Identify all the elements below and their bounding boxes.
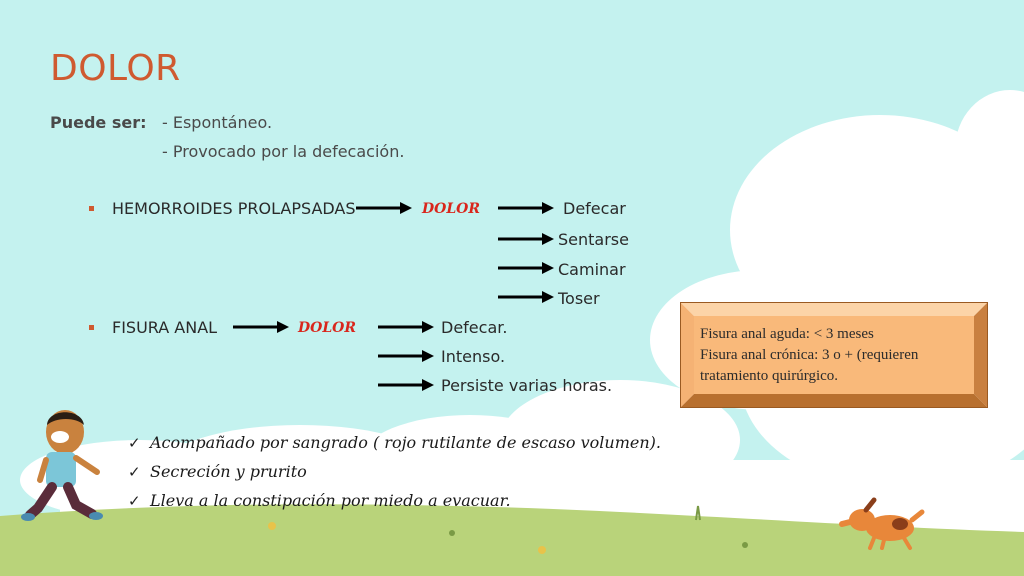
hemorroides-effect-caminar: Caminar xyxy=(558,260,626,279)
hemorroides-label: HEMORROIDES PROLAPSADAS xyxy=(112,199,356,218)
check-icon: ✓ xyxy=(128,492,141,510)
fisura-pain-word: DOLOR xyxy=(298,320,357,336)
check-icon: ✓ xyxy=(128,463,141,481)
arrow-icon xyxy=(233,321,289,333)
fisura-effect-intenso: Intenso. xyxy=(441,347,506,366)
note-box xyxy=(680,302,988,408)
arrow-icon xyxy=(498,262,554,274)
note-line: tratamiento quirúrgico. xyxy=(700,368,839,384)
slide-title: DOLOR xyxy=(50,48,181,89)
checklist-item: Lleva a la constipación por miedo a evac… xyxy=(150,491,511,510)
arrow-icon xyxy=(498,202,554,214)
intro-item-provoked: - Provocado por la defecación. xyxy=(162,142,405,161)
note-text: Fisura anal aguda: < 3 meses Fisura anal… xyxy=(700,324,970,387)
checklist-item: Acompañado por sangrado ( rojo rutilante… xyxy=(150,433,661,452)
bullet-square xyxy=(89,206,94,211)
boy-illustration xyxy=(21,410,103,521)
arrow-icon xyxy=(498,233,554,245)
checklist-item: Secreción y prurito xyxy=(150,462,307,481)
check-icon: ✓ xyxy=(128,434,141,452)
fisura-effect-defecar: Defecar. xyxy=(441,318,508,337)
note-line: Fisura anal crónica: 3 o + (requieren xyxy=(700,347,919,363)
arrow-icon xyxy=(378,350,434,362)
hemorroides-pain-word: DOLOR xyxy=(422,201,481,217)
fisura-effect-persiste: Persiste varias horas. xyxy=(441,376,613,395)
grass-hill xyxy=(0,504,1024,576)
hemorroides-effect-sentarse: Sentarse xyxy=(558,230,629,249)
note-line: Fisura anal aguda: < 3 meses xyxy=(700,326,874,342)
hemorroides-effect-defecar: Defecar xyxy=(563,199,626,218)
arrow-icon xyxy=(498,291,554,303)
intro-item-spontaneous: - Espontáneo. xyxy=(162,113,273,132)
dog-illustration xyxy=(839,497,925,550)
flower-decorations xyxy=(268,505,748,554)
bullet-square xyxy=(89,325,94,330)
arrow-icon xyxy=(378,321,434,333)
fisura-label: FISURA ANAL xyxy=(112,318,218,337)
hemorroides-effect-toser: Toser xyxy=(558,289,600,308)
arrow-icon xyxy=(378,379,434,391)
arrow-icon xyxy=(356,202,412,214)
intro-label: Puede ser: xyxy=(50,113,147,132)
